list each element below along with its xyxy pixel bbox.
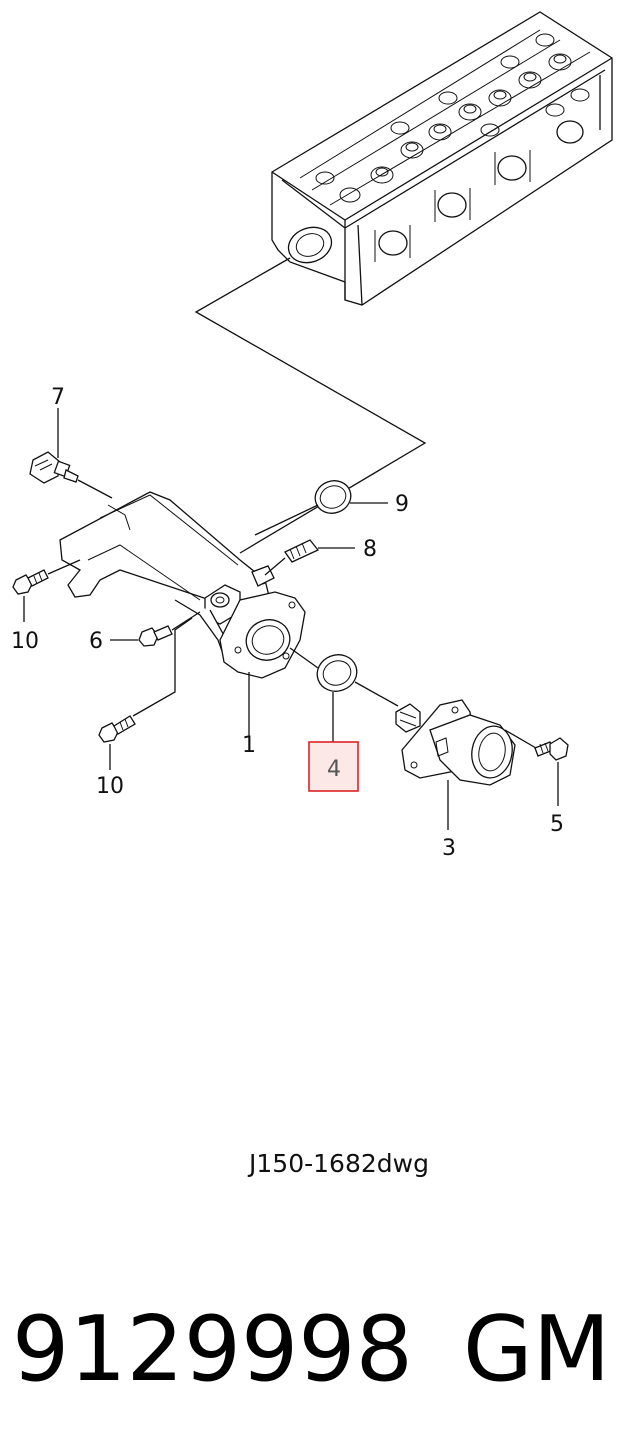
callout-8: 8	[363, 537, 377, 562]
coolant-outlet-housing-illustration	[59, 491, 306, 679]
callout-10-lower: 10	[96, 774, 124, 799]
leader-line	[354, 681, 399, 707]
callout-1: 1	[242, 733, 256, 758]
seal-ring-illustration	[316, 654, 358, 692]
callout-5: 5	[550, 812, 564, 837]
drawing-id: J150-1682dwg	[247, 1149, 429, 1178]
bolt-upper-illustration	[12, 569, 49, 595]
leader-line	[77, 479, 113, 499]
thermostat-housing-illustration	[395, 699, 516, 786]
leader-line	[254, 504, 319, 536]
housing-bolt-illustration	[534, 737, 569, 761]
o-ring-upper-illustration	[314, 480, 352, 514]
leader-line	[132, 617, 193, 717]
callout-4: 4	[327, 757, 341, 782]
leader-line	[504, 729, 537, 749]
callout-3: 3	[442, 836, 456, 861]
brand-name: GM	[463, 1297, 610, 1402]
part-number: 9129998	[12, 1297, 413, 1402]
callout-7: 7	[51, 385, 65, 410]
bolt-lower-illustration	[98, 715, 136, 743]
cylinder-head-illustration	[271, 11, 613, 306]
leader-line	[289, 647, 319, 669]
leader-line	[171, 611, 201, 631]
highlighted-callout-box[interactable]	[308, 741, 359, 792]
callout-10-upper: 10	[11, 629, 39, 654]
leader-line	[47, 559, 81, 575]
stud-bolt-illustration	[284, 539, 320, 563]
callout-9: 9	[395, 492, 409, 517]
flange-bolt-illustration	[138, 625, 173, 647]
temperature-sensor-illustration	[29, 451, 79, 484]
leader-line	[264, 557, 286, 576]
callout-6: 6	[89, 629, 103, 654]
